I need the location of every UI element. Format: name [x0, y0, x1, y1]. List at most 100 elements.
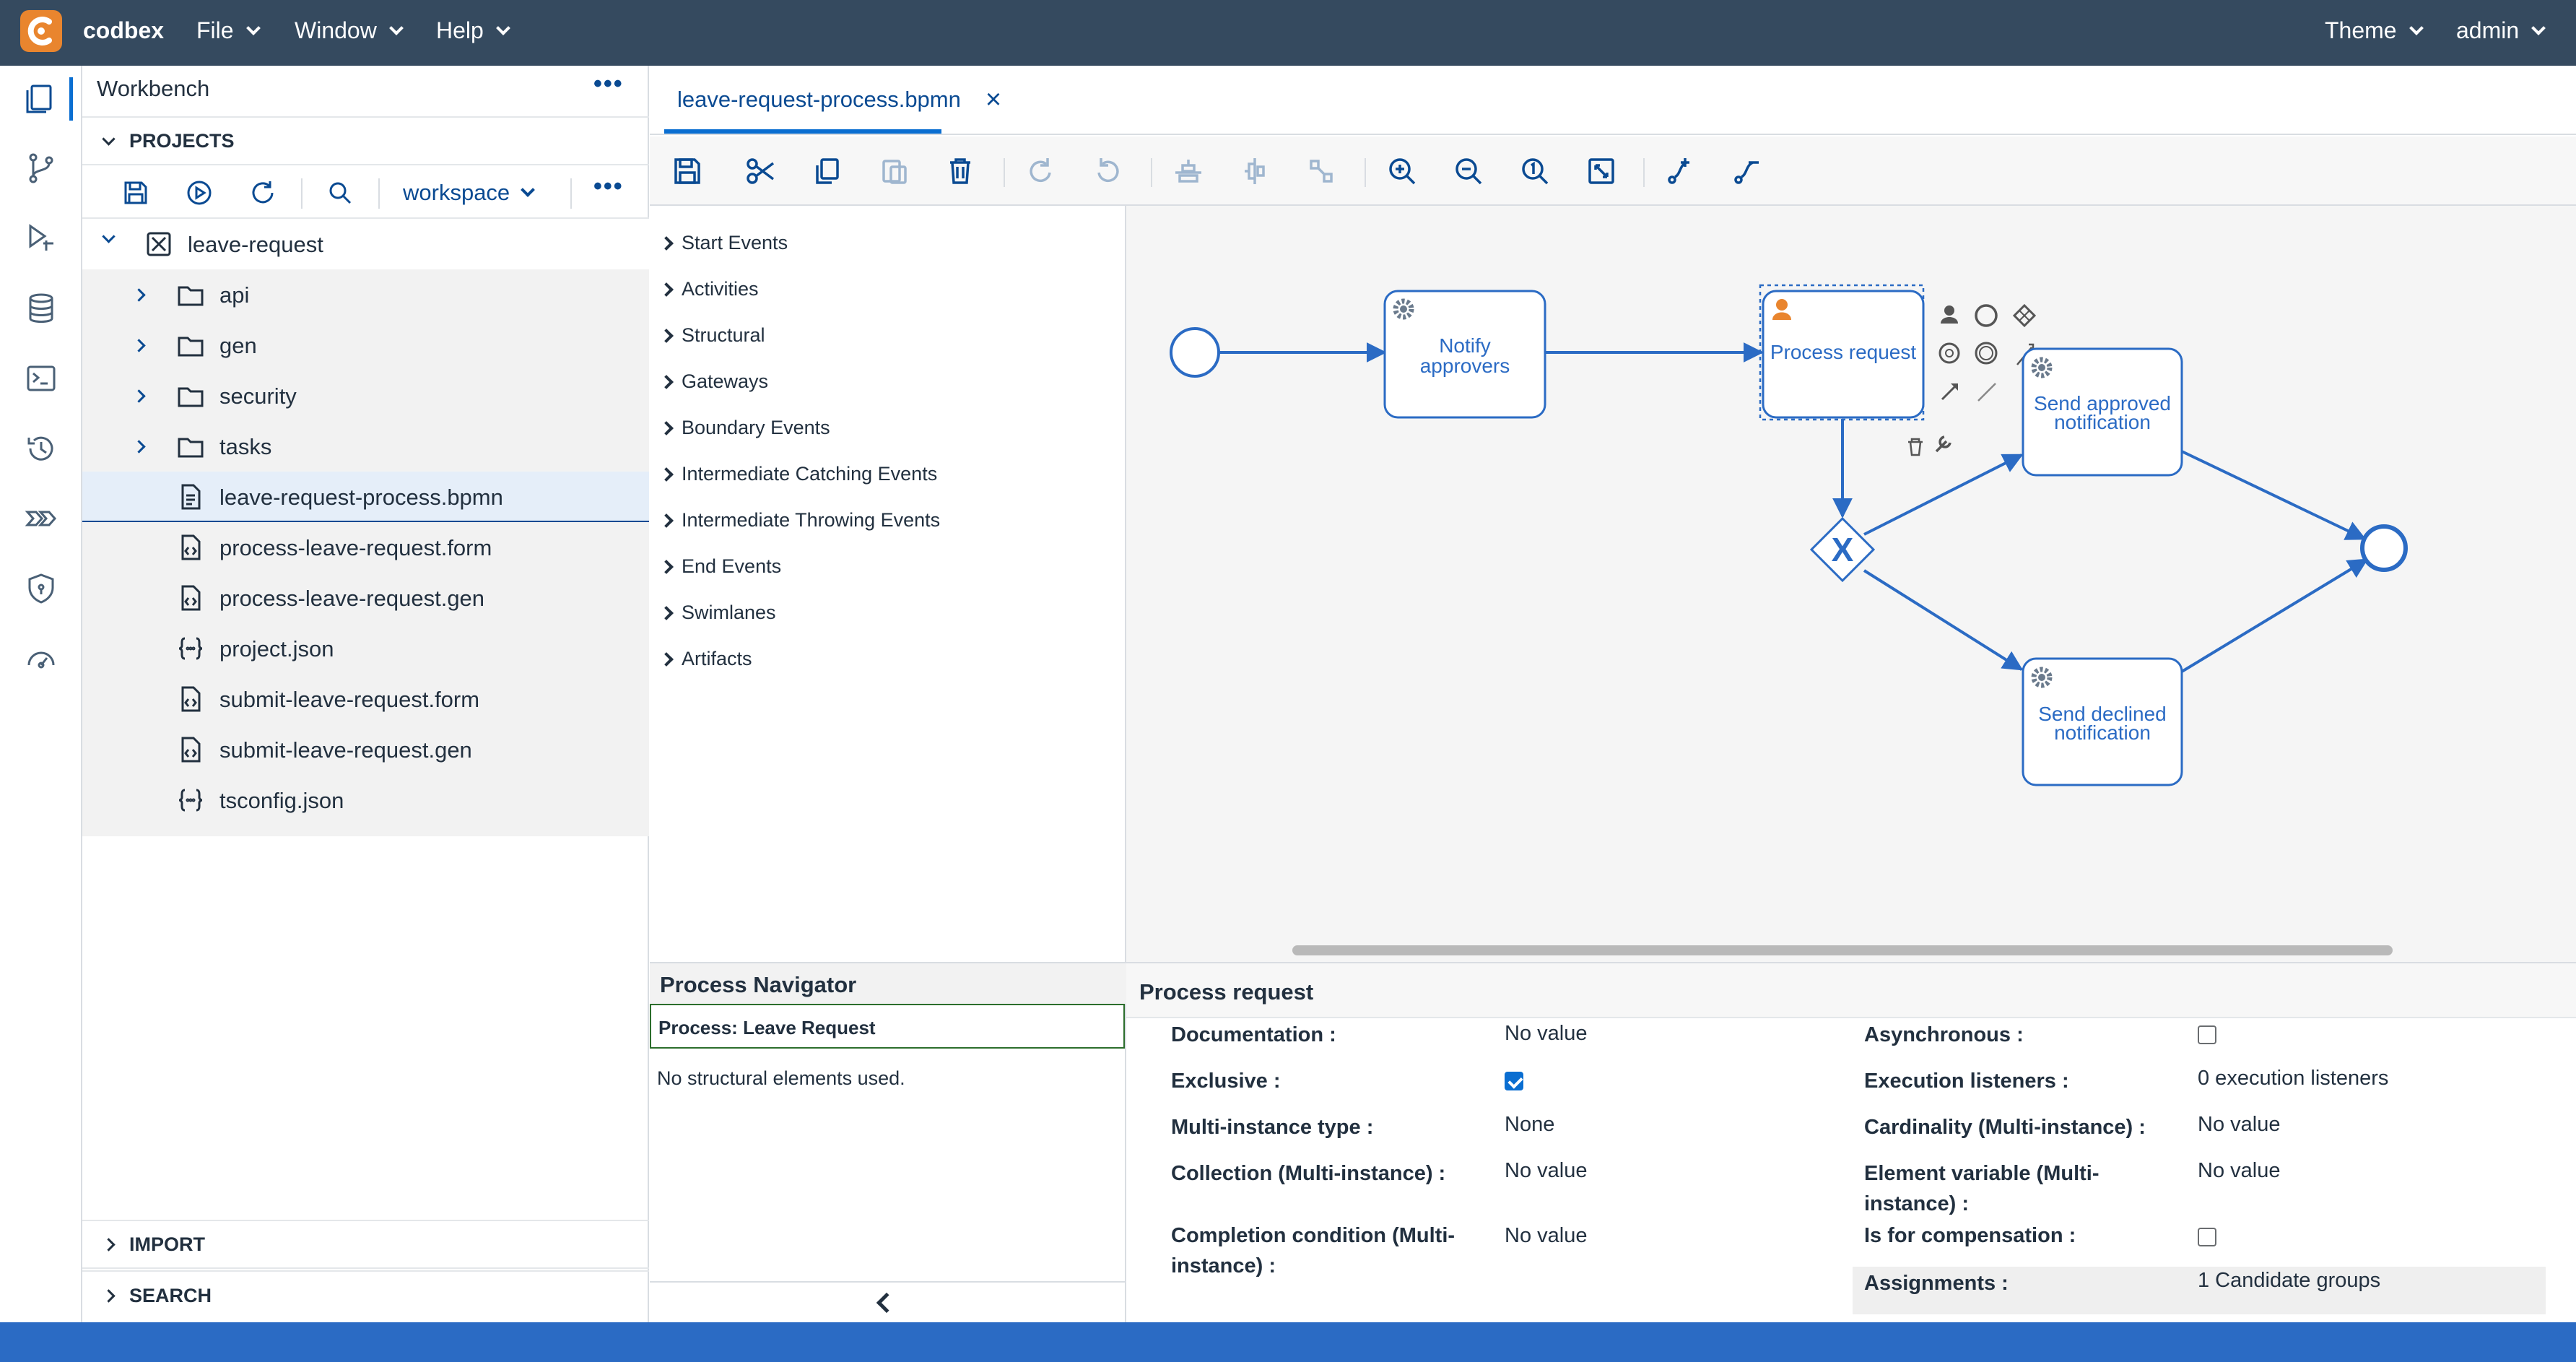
tree-item-submit-leave-request-form[interactable]: submit-leave-request.form	[82, 674, 649, 724]
chevron-right-icon[interactable]	[132, 440, 146, 454]
terminal-icon[interactable]	[22, 359, 61, 398]
save-icon[interactable]	[120, 177, 152, 209]
property-value-multi-instance-type[interactable]: None	[1505, 1113, 1555, 1136]
palette-end-events[interactable]: End Events	[659, 555, 781, 578]
collapse-panel-button[interactable]	[650, 1281, 1126, 1323]
property-value-execution-listeners[interactable]: 0 execution listeners	[2198, 1067, 2389, 1090]
git-branch-icon[interactable]	[22, 149, 61, 188]
is-for-compensation-checkbox[interactable]	[2198, 1228, 2216, 1246]
append-timer-event-icon[interactable]	[1938, 342, 1960, 364]
search-section-header[interactable]: SEARCH	[82, 1270, 649, 1319]
menu-help[interactable]: Help	[436, 17, 510, 44]
debug-icon[interactable]	[22, 219, 61, 258]
property-value-element-variable[interactable]: No value	[2198, 1159, 2281, 1182]
menu-theme[interactable]: Theme	[2325, 17, 2424, 44]
palette-structural[interactable]: Structural	[659, 324, 765, 347]
chevron-right-icon[interactable]	[132, 288, 146, 302]
menu-user[interactable]: admin	[2456, 17, 2546, 44]
association-line-icon[interactable]	[1977, 383, 1996, 402]
tree-item-api[interactable]: api	[82, 269, 649, 320]
start-event[interactable]	[1170, 327, 1220, 378]
dashboard-gauge-icon[interactable]	[22, 639, 61, 678]
zoom-out-icon[interactable]	[1451, 154, 1486, 188]
append-end-event-icon[interactable]	[1975, 304, 1998, 327]
exclusive-checkbox[interactable]	[1505, 1072, 1523, 1090]
tree-item-process-leave-request-gen[interactable]: process-leave-request.gen	[82, 573, 649, 623]
chevron-down-icon[interactable]	[102, 230, 116, 243]
chevron-right-icon[interactable]	[132, 339, 146, 352]
add-connection-icon[interactable]	[1663, 154, 1698, 188]
paste-icon[interactable]	[876, 154, 911, 188]
workbench-icon[interactable]	[22, 79, 61, 118]
diagram-canvas[interactable]: Notify approvers Process request X	[1126, 206, 2576, 962]
tree-item-submit-leave-request-gen[interactable]: submit-leave-request.gen	[82, 724, 649, 775]
save-icon[interactable]	[670, 154, 705, 188]
process-flow-icon[interactable]	[22, 499, 61, 538]
menu-file[interactable]: File	[196, 17, 261, 44]
end-event[interactable]	[2360, 524, 2408, 572]
zoom-fit-icon[interactable]	[1584, 154, 1619, 188]
append-user-task-icon[interactable]	[1941, 305, 1958, 324]
explorer-more-icon[interactable]: •••	[593, 70, 624, 97]
tree-item-leave-request[interactable]: leave-request	[82, 219, 649, 269]
import-section-header[interactable]: IMPORT	[82, 1220, 649, 1269]
palette-artifacts[interactable]: Artifacts	[659, 648, 752, 670]
tree-item-tasks[interactable]: tasks	[82, 421, 649, 472]
align-vertical-icon[interactable]	[1237, 154, 1272, 188]
palette-intermediate-catching-events[interactable]: Intermediate Catching Events	[659, 463, 937, 485]
security-shield-icon[interactable]	[22, 569, 61, 608]
undo-icon[interactable]	[1090, 154, 1125, 188]
service-task-send-declined[interactable]: Send declined notification	[2022, 657, 2183, 786]
zoom-actual-icon[interactable]	[1518, 154, 1552, 188]
sequence-flow[interactable]	[2181, 450, 2367, 540]
copy-icon[interactable]	[810, 154, 845, 188]
service-task-notify-approvers[interactable]: Notify approvers	[1383, 290, 1546, 419]
property-value-assignments[interactable]: 1 Candidate groups	[2198, 1269, 2381, 1292]
projects-section-header[interactable]: PROJECTS	[82, 116, 649, 165]
property-value-completion-condition[interactable]: No value	[1505, 1224, 1588, 1247]
sequence-flow[interactable]	[1863, 569, 2024, 671]
connect-arrow-icon[interactable]	[1941, 383, 1958, 401]
delete-element-icon[interactable]	[1908, 438, 1923, 456]
palette-activities[interactable]: Activities	[659, 278, 759, 300]
palette-swimlanes[interactable]: Swimlanes	[659, 602, 776, 624]
append-intermediate-event-icon[interactable]	[1975, 342, 1998, 365]
close-icon[interactable]: ×	[985, 84, 1002, 115]
cut-icon[interactable]	[744, 154, 778, 188]
chevron-right-icon[interactable]	[132, 389, 146, 403]
property-value-documentation[interactable]: No value	[1505, 1022, 1588, 1045]
property-value-collection[interactable]: No value	[1505, 1159, 1588, 1182]
tree-item-security[interactable]: security	[82, 370, 649, 421]
asynchronous-checkbox[interactable]	[2198, 1025, 2216, 1044]
run-icon[interactable]	[183, 177, 215, 209]
workspace-select[interactable]: workspace	[403, 177, 536, 209]
horizontal-scrollbar[interactable]	[1292, 945, 2393, 955]
zoom-in-icon[interactable]	[1385, 154, 1419, 188]
palette-start-events[interactable]: Start Events	[659, 232, 788, 254]
sequence-flow[interactable]	[1863, 454, 2024, 536]
history-icon[interactable]	[22, 429, 61, 468]
sequence-flow[interactable]	[2180, 558, 2369, 673]
delete-icon[interactable]	[943, 154, 978, 188]
projects-more-icon[interactable]: •••	[593, 173, 624, 200]
wrench-icon[interactable]	[1935, 435, 1951, 453]
database-icon[interactable]	[22, 289, 61, 328]
remove-connection-icon[interactable]	[1730, 154, 1765, 188]
refresh-icon[interactable]	[247, 177, 279, 209]
user-task-process-request[interactable]: Process request	[1759, 284, 1925, 421]
property-value-cardinality[interactable]: No value	[2198, 1113, 2281, 1136]
exclusive-gateway[interactable]: X	[1809, 516, 1876, 583]
palette-gateways[interactable]: Gateways	[659, 370, 768, 393]
tree-item-leave-request-process-bpmn[interactable]: leave-request-process.bpmn	[82, 472, 649, 522]
tree-item-gen[interactable]: gen	[82, 320, 649, 370]
resize-icon[interactable]	[1304, 154, 1339, 188]
palette-boundary-events[interactable]: Boundary Events	[659, 417, 830, 439]
tree-item-process-leave-request-form[interactable]: process-leave-request.form	[82, 522, 649, 573]
search-icon[interactable]	[324, 177, 356, 209]
service-task-send-approved[interactable]: Send approved notification	[2022, 347, 2183, 477]
tree-item-tsconfig-json[interactable]: tsconfig.json	[82, 775, 649, 825]
palette-intermediate-throwing-events[interactable]: Intermediate Throwing Events	[659, 509, 940, 532]
append-gateway-icon[interactable]	[2012, 303, 2037, 328]
align-horizontal-icon[interactable]	[1171, 154, 1206, 188]
codbex-logo-icon[interactable]	[20, 10, 62, 52]
